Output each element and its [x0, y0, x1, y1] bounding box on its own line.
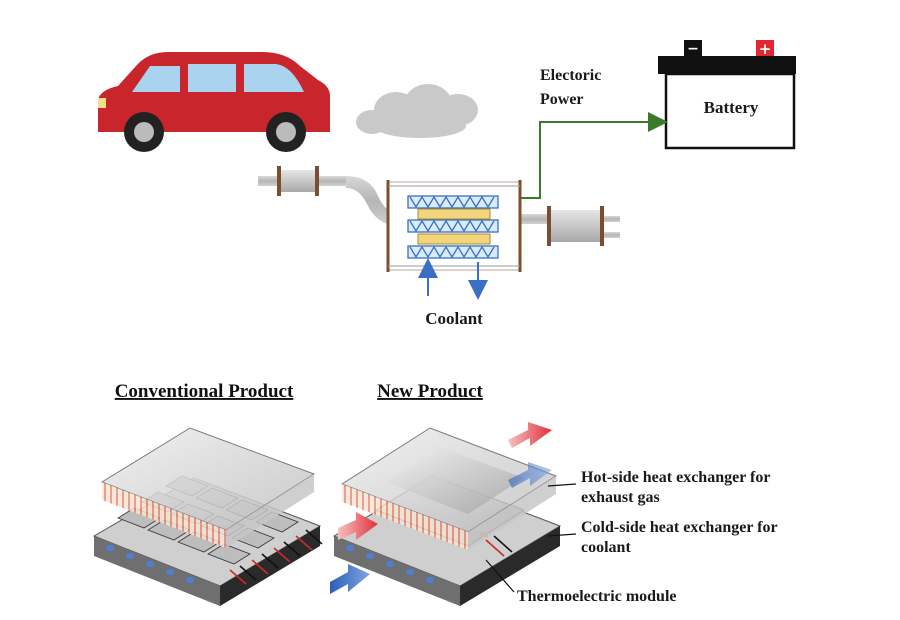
rear-muffler	[547, 206, 604, 246]
coolant-out-arrow-new	[508, 462, 552, 488]
thermoelectric-generator-unit	[386, 180, 522, 272]
thermoelectric-module-label: Thermoelectric module	[517, 588, 677, 605]
power-wire-arrow	[502, 112, 668, 199]
hot-side-leader	[547, 483, 577, 487]
car-icon	[98, 52, 330, 152]
conventional-product-illustration	[92, 427, 323, 606]
cold-side-label-line1: Cold-side heat exchanger for	[581, 519, 778, 536]
coolant-in-arrow-new	[330, 564, 370, 594]
battery-icon: − +	[658, 40, 796, 150]
front-muffler	[277, 166, 319, 196]
battery-plus-sign: +	[759, 40, 772, 58]
hot-gas-in-arrow	[338, 512, 378, 540]
hot-side-label-line1: Hot-side heat exchanger for	[581, 469, 770, 486]
exhaust-cloud-icon	[356, 84, 478, 138]
power-label-line1: Electoric	[540, 67, 601, 84]
hot-side-label-line2: exhaust gas	[581, 489, 660, 506]
battery-label: Battery	[704, 98, 759, 117]
conventional-product-heading: Conventional Product	[115, 381, 294, 402]
coolant-label: Coolant	[425, 309, 483, 328]
new-product-illustration	[330, 422, 562, 606]
cold-side-leader	[547, 533, 577, 537]
power-label-line2: Power	[540, 91, 584, 108]
battery-minus-sign: −	[687, 41, 699, 57]
hot-gas-out-arrow	[508, 422, 552, 448]
new-product-heading: New Product	[377, 381, 483, 402]
cold-side-label-line2: coolant	[581, 539, 631, 556]
module-leader	[485, 559, 515, 593]
